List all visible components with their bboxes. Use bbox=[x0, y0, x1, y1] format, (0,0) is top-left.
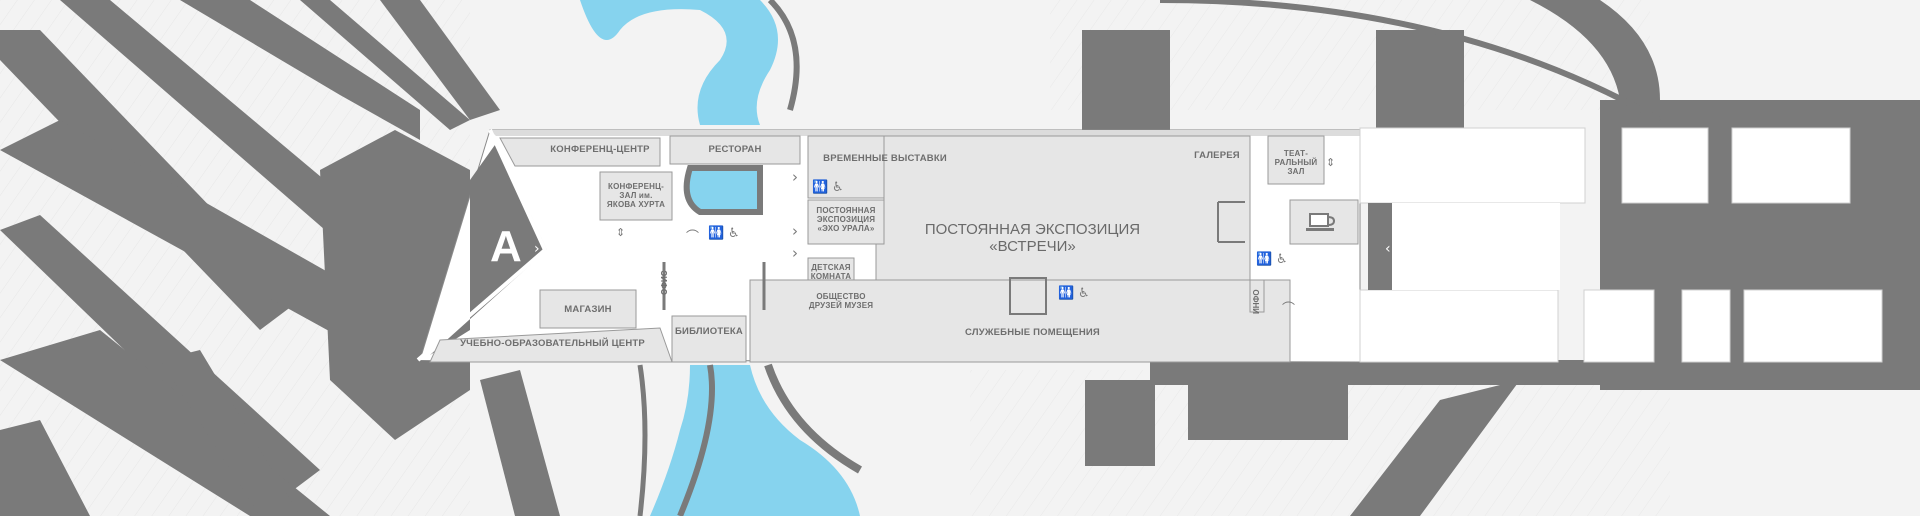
restroom-icon: 🚻 bbox=[812, 180, 829, 195]
chevron-right-icon: › bbox=[792, 168, 798, 186]
room-info bbox=[1249, 279, 1265, 313]
entrance-a-label: A bbox=[490, 222, 522, 271]
label-info: ИНФО bbox=[1252, 289, 1261, 314]
coat-hanger-icon: ⌒ bbox=[1282, 302, 1296, 317]
room-restaurant bbox=[669, 135, 801, 165]
courtyard-pond bbox=[683, 165, 763, 215]
room-theatre-hall bbox=[1267, 135, 1325, 185]
room-shop bbox=[539, 289, 637, 329]
river-north bbox=[580, 0, 778, 125]
restroom-icon: 🚻 bbox=[708, 226, 725, 241]
curved-road-north bbox=[1159, 0, 1662, 123]
chevron-right-icon: › bbox=[792, 244, 798, 262]
label-conference-center: КОНФЕРЕНЦ-ЦЕНТР bbox=[550, 144, 650, 155]
label-friends-society: ОБЩЕСТВО ДРУЗЕЙ МУЗЕЯ bbox=[808, 292, 874, 310]
restroom-icon: 🚻 bbox=[1058, 286, 1075, 301]
entrance-b-pad bbox=[1368, 203, 1392, 290]
east-blocks bbox=[1359, 127, 1883, 363]
room-library bbox=[671, 315, 747, 363]
wheelchair-icon: ♿ bbox=[728, 226, 740, 241]
entrance-b-label: B bbox=[1398, 222, 1430, 271]
cafe-icon bbox=[1306, 213, 1336, 231]
room-permanent-echo bbox=[807, 199, 885, 245]
label-office: ОФИС bbox=[660, 270, 669, 295]
wheelchair-icon: ♿ bbox=[832, 180, 844, 195]
label-restaurant: РЕСТОРАН bbox=[708, 144, 762, 155]
label-shop: МАГАЗИН bbox=[564, 304, 612, 315]
chevron-right-icon: › bbox=[792, 222, 798, 240]
label-service-rooms: СЛУЖЕБНЫЕ ПОМЕЩЕНИЯ bbox=[965, 327, 1100, 338]
river-south bbox=[650, 365, 860, 516]
coat-hanger-icon: ⌒ bbox=[686, 230, 700, 245]
label-library: БИБЛИОТЕКА bbox=[675, 326, 743, 337]
label-gallery: ГАЛЕРЕЯ bbox=[1194, 150, 1240, 161]
entrance-a-arrow-icon: › bbox=[534, 241, 540, 257]
roads-west bbox=[0, 0, 560, 516]
wheelchair-icon: ♿ bbox=[1078, 286, 1090, 301]
room-conference-center bbox=[499, 137, 661, 167]
room-conference-hall bbox=[599, 171, 673, 221]
elevator-icon: ⇕ bbox=[1326, 156, 1336, 169]
wheelchair-icon: ♿ bbox=[1276, 252, 1288, 267]
elevator-icon: ⇕ bbox=[616, 226, 626, 239]
label-education-center: УЧЕБНО-ОБРАЗОВАТЕЛЬНЫЙ ЦЕНТР bbox=[460, 338, 645, 349]
room-service bbox=[749, 279, 1291, 363]
label-kids-room: ДЕТСКАЯ КОМНАТА bbox=[810, 263, 852, 281]
label-permanent-echo: ПОСТОЯННАЯ ЭКСПОЗИЦИЯ «ЭХО УРАЛА» bbox=[816, 206, 876, 233]
label-permanent-meetings: ПОСТОЯННАЯ ЭКСПОЗИЦИЯ «ВСТРЕЧИ» bbox=[924, 221, 1141, 256]
label-conference-hall: КОНФЕРЕНЦ- ЗАЛ им. ЯКОВА ХУРТА bbox=[606, 182, 666, 209]
label-theatre-hall: ТЕАТ- РАЛЬНЫЙ ЗАЛ bbox=[1274, 149, 1318, 176]
restroom-icon: 🚻 bbox=[1256, 252, 1273, 267]
label-temporary-exhibitions: ВРЕМЕННЫЕ ВЫСТАВКИ bbox=[823, 153, 947, 164]
entrance-b-arrow-icon: ‹ bbox=[1385, 241, 1391, 257]
